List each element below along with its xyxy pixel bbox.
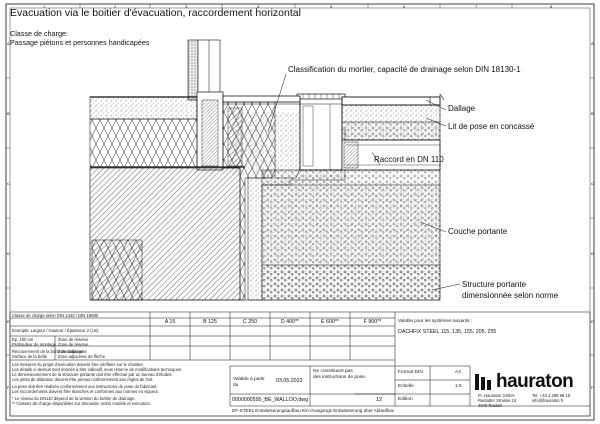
note: Les mesures du projet d'exécution doiven…	[12, 362, 144, 367]
load-class-value: Passage piétons et personnes handicapées	[10, 38, 150, 47]
valid-from-date: 03.05.2022	[276, 378, 303, 384]
row-label: Ep. 100 cm	[12, 337, 34, 342]
interior-insulation	[89, 118, 198, 168]
cross-section	[89, 39, 461, 301]
grid-ref: D	[591, 251, 594, 256]
grid-ref: 5	[330, 4, 333, 9]
load-class-label: Classe de charge:	[10, 29, 68, 38]
format-value: A4	[455, 370, 461, 375]
note: La pose doit être réalisée conformément …	[12, 384, 158, 389]
callout-structure-2: dimensionnée selon norme	[462, 291, 559, 300]
row-label: Recouvrement de la boîte de drainage	[12, 349, 84, 354]
grid-ref: E	[591, 319, 594, 324]
grid-ref: B	[591, 111, 594, 116]
valid-from-label: Valable à partir	[233, 377, 265, 382]
drawing-number: 0000000595_BE_WALLOO.dwg	[232, 397, 309, 403]
load-class-a15: A 15	[164, 319, 176, 325]
company-phone: Tel. +33 4 286 98 18	[532, 393, 571, 398]
scale-value: 1:5	[455, 384, 462, 389]
drainage-box	[299, 97, 343, 171]
grid-ref: A	[591, 41, 594, 46]
sheet-number: 12	[376, 397, 382, 403]
cell-note: Zone adjacente de flèche	[58, 354, 106, 359]
sheet-border	[5, 3, 595, 421]
valid-for-label: Valable pour les systèmes suivants :	[398, 318, 472, 323]
company-contact: 4040 Rastatt	[478, 403, 502, 408]
drawing-title: Evacuation via le boitier d'évacuation, …	[10, 7, 301, 19]
not-instructions: Ne constituent pas	[313, 369, 353, 374]
grid-ref: E	[7, 319, 10, 324]
note: Les joints de dilatation doivent être pr…	[12, 377, 154, 382]
grid-ref: D	[7, 251, 10, 256]
company-email: info@hauraton.fr	[532, 398, 564, 403]
callout-base-course: Couche portante	[448, 227, 508, 236]
grid-ref: C	[591, 181, 594, 186]
cell-note: Zone adjacente	[58, 349, 87, 354]
edition-label: Edition	[398, 397, 413, 402]
note: Les détails ci-dessus sont donnés à titr…	[12, 367, 183, 372]
grid-ref: 6	[403, 4, 406, 9]
note: Les raccordements doivent être étanches …	[12, 389, 159, 394]
note: ** Classes de charge disponibles sur dem…	[12, 401, 151, 406]
load-class-e600: E 600**	[321, 319, 339, 325]
footer-description: DF-STEEL Entwässerungsaufbau Ein-/Ausgan…	[232, 408, 395, 413]
logo-mark-icon	[475, 374, 491, 390]
facade-post	[187, 39, 199, 101]
grid-ref: C	[7, 181, 10, 186]
row-label: Exemple: Largeur / Hauteur / Épaisseur 2…	[12, 328, 99, 333]
not-instructions-2: des instructions de pose.	[313, 375, 367, 380]
cell-note: Zone de réserve	[58, 342, 89, 347]
title-block-lines	[9, 311, 591, 417]
callout-paving: Dallage	[448, 104, 476, 113]
company-contact: Rastatter Strasse 24	[478, 398, 517, 403]
grid-ref: F	[591, 385, 594, 390]
product-list: DACHFIX STEEL 115, 135, 155, 205, 255	[398, 329, 497, 335]
load-class-b125: B 125	[203, 319, 217, 325]
paving-slab	[341, 96, 441, 106]
scale-label: Echelle	[398, 384, 414, 389]
note: * Le niveau du DN110 dépend de la versio…	[12, 396, 136, 401]
callout-bedding: Lit de pose en concassé	[448, 122, 535, 131]
callout-dn110: Raccord en DN 110	[374, 155, 444, 164]
grid-ref: 4	[257, 4, 260, 9]
cell-note: Zone de réserve	[58, 337, 89, 342]
valid-from-label-2: du	[233, 383, 239, 388]
grid-ref: 3	[185, 4, 188, 9]
standard-line: Classe de charge selon DIN 1433 / DIN 19…	[12, 313, 99, 318]
company-name: hauraton	[496, 371, 574, 392]
row-label: Surface de la boîte	[12, 354, 48, 359]
load-class-f900: F 900**	[363, 319, 382, 325]
row-label: Profondeur de montage	[12, 342, 56, 347]
format-label: Format DIN	[398, 370, 423, 375]
grid-ref: 8	[550, 4, 553, 9]
company-contact: Fr. Hauraton GmbH	[478, 393, 515, 398]
interior-screed	[89, 96, 198, 120]
grid-ref: 7	[475, 4, 478, 9]
grid-ref: 2	[114, 4, 117, 9]
hauraton-logo: hauraton	[474, 371, 580, 392]
grid-ref: B	[7, 111, 10, 116]
grid-ticks	[6, 4, 594, 356]
leader-lines	[267, 73, 461, 291]
load-class-d400: D 400**	[280, 319, 300, 325]
grid-ref: A	[7, 41, 10, 46]
callout-mortar: Classification du mortier, capacité de d…	[288, 65, 521, 74]
callout-structure: Structure portante	[462, 280, 527, 289]
grid-ref: 1	[43, 4, 46, 9]
grid-ref: F	[7, 385, 10, 390]
load-class-c250: C 250	[242, 319, 258, 325]
note: Le dimensionnement de la structure porta…	[12, 372, 173, 377]
